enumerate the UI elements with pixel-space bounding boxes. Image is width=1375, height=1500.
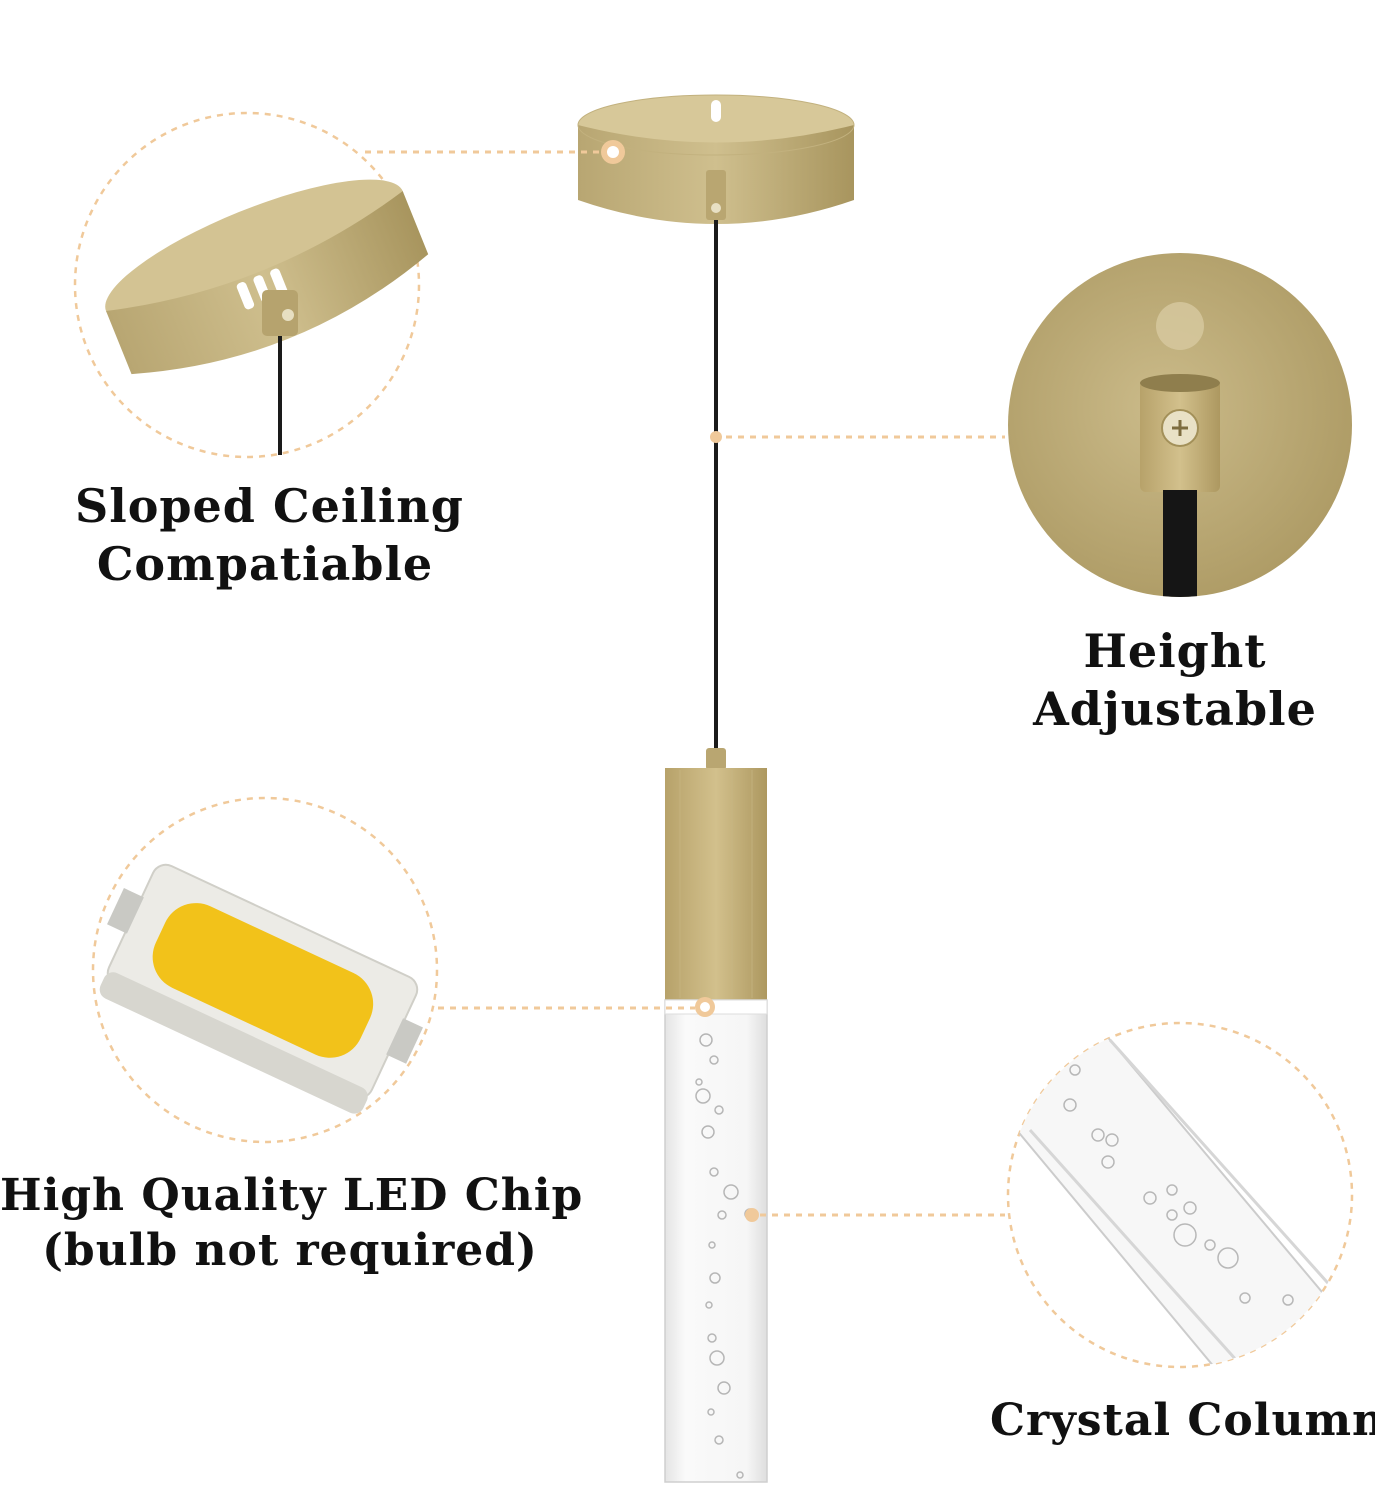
led-chip-line2: (bulb not required)	[42, 1225, 538, 1276]
feature-label-led-chip: High Quality LED Chip (bulb not required…	[0, 1168, 584, 1278]
led-chip-image	[91, 796, 439, 1144]
height-detail-circle	[1008, 253, 1352, 597]
canopy-image	[577, 94, 855, 224]
crystal-column-line1: Crystal Column	[990, 1395, 1375, 1446]
sloped-ceiling-line2: Compatiable	[96, 536, 434, 591]
canopy-detail-circle	[73, 111, 429, 459]
height-adjustable-line1: Height	[1083, 624, 1267, 678]
feature-label-height-adjustable: Height Adjustable	[1005, 623, 1345, 738]
crystal-column-image	[664, 999, 768, 1483]
connector-lines	[365, 150, 1005, 1217]
crystal-detail-circle	[1006, 1021, 1354, 1369]
feature-label-sloped-ceiling: Sloped Ceiling Compatiable	[75, 478, 464, 593]
sloped-ceiling-line1: Sloped Ceiling	[75, 479, 464, 533]
height-adjustable-line2: Adjustable	[1033, 681, 1317, 736]
feature-label-crystal-column: Crystal Column	[990, 1393, 1375, 1448]
connector-dots	[601, 140, 759, 1222]
led-chip-line1: High Quality LED Chip	[0, 1170, 584, 1221]
pendant-holder-image	[665, 748, 767, 1000]
